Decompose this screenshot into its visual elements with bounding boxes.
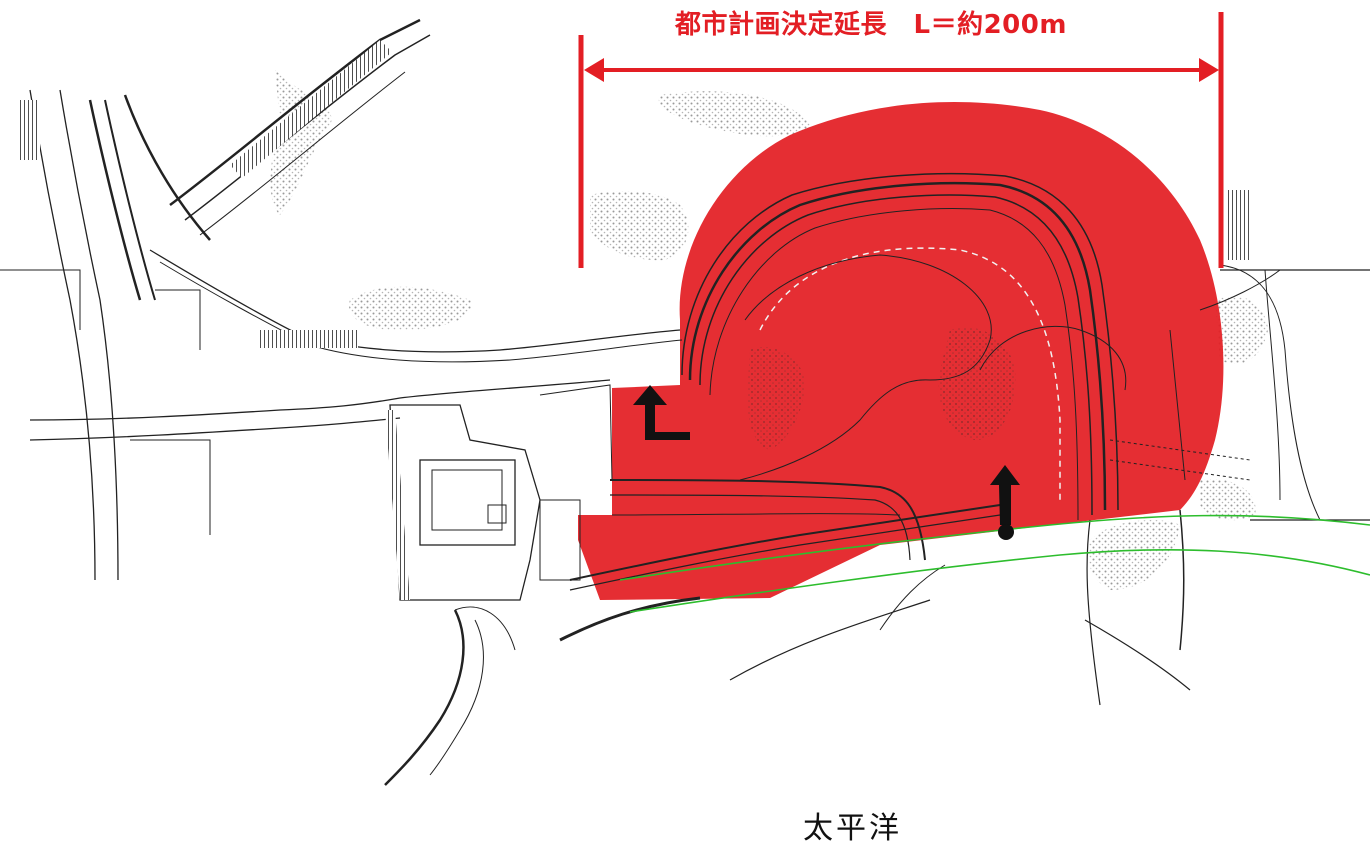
arrows	[633, 385, 1020, 540]
loop-road-outer	[681, 172, 1119, 511]
terrain-patch	[1200, 479, 1256, 521]
planned-area-highlight	[578, 102, 1224, 600]
se-line	[1086, 519, 1101, 706]
west-road	[29, 417, 401, 441]
se-line	[879, 564, 946, 631]
ocean-label: 太平洋	[803, 811, 902, 846]
dimension-arrow-left	[584, 58, 604, 82]
north-diagonal-road	[199, 71, 406, 236]
south-road	[384, 609, 465, 786]
planned-area-fill	[578, 102, 1224, 600]
east-road	[1169, 329, 1186, 481]
interior-contour	[739, 254, 992, 481]
se-line	[1084, 619, 1191, 691]
hatched-wall	[385, 410, 410, 600]
shoreline	[559, 596, 701, 642]
terrain-patch	[349, 286, 472, 331]
length-label: 都市計画決定延長 L＝約200m	[675, 10, 1067, 40]
point-marker	[998, 524, 1014, 540]
terrain-patch-in-area	[938, 327, 1016, 440]
loop-road-inner	[699, 194, 1093, 516]
building-outline	[419, 459, 516, 546]
length-dimension	[578, 12, 1224, 268]
bottom-road	[609, 479, 926, 561]
east-road	[1179, 509, 1185, 651]
bottom-road-lower	[569, 514, 1001, 591]
building-outline	[431, 469, 503, 531]
upper-road	[159, 261, 683, 363]
loop-road-inner2	[709, 208, 1079, 521]
east-road	[1264, 269, 1281, 501]
south-road	[429, 619, 484, 776]
south-road	[454, 606, 516, 651]
north-diagonal-road	[169, 18, 421, 206]
parcel-outline	[155, 289, 201, 350]
hatched-bar	[258, 330, 358, 348]
hatched-structures	[20, 40, 1250, 600]
road-network	[0, 18, 1370, 786]
parcel-outline	[539, 384, 613, 481]
vertical-road	[104, 99, 156, 301]
coastline-upper	[619, 514, 1370, 581]
hatched-bar	[20, 100, 40, 160]
vertical-road	[123, 94, 211, 241]
loop-road	[688, 181, 1107, 511]
terrain-patch	[590, 191, 689, 261]
terrain-patch	[658, 91, 810, 137]
parcel-outline	[0, 269, 81, 330]
terrain-patch	[1215, 296, 1268, 364]
coastline	[619, 514, 1370, 613]
vertical-road	[59, 89, 119, 581]
building-outline	[487, 504, 507, 524]
terrain-patch	[1088, 520, 1180, 590]
terrain-patch-in-area	[747, 346, 805, 450]
dimension-arrow-right	[1199, 58, 1219, 82]
hatched-wall	[230, 40, 392, 178]
parcel-outline	[130, 439, 211, 535]
interior-contour	[979, 325, 1127, 391]
parcel-outline	[539, 499, 581, 581]
se-line	[729, 599, 931, 681]
east-road	[1199, 269, 1281, 311]
arrow-turn-up-icon	[633, 385, 690, 440]
bottom-road-lower	[569, 504, 1001, 581]
parcel-outline	[389, 404, 541, 601]
west-road	[29, 379, 611, 421]
vertical-road	[29, 89, 96, 581]
east-road	[1219, 264, 1321, 521]
hatched-bar	[1228, 190, 1250, 260]
bottom-road	[611, 513, 901, 516]
upper-road	[149, 249, 681, 353]
interior-dashed-loop	[759, 247, 1061, 500]
coastline-lower	[629, 548, 1370, 613]
arrow-up-icon	[990, 465, 1020, 525]
vertical-road	[88, 99, 142, 301]
